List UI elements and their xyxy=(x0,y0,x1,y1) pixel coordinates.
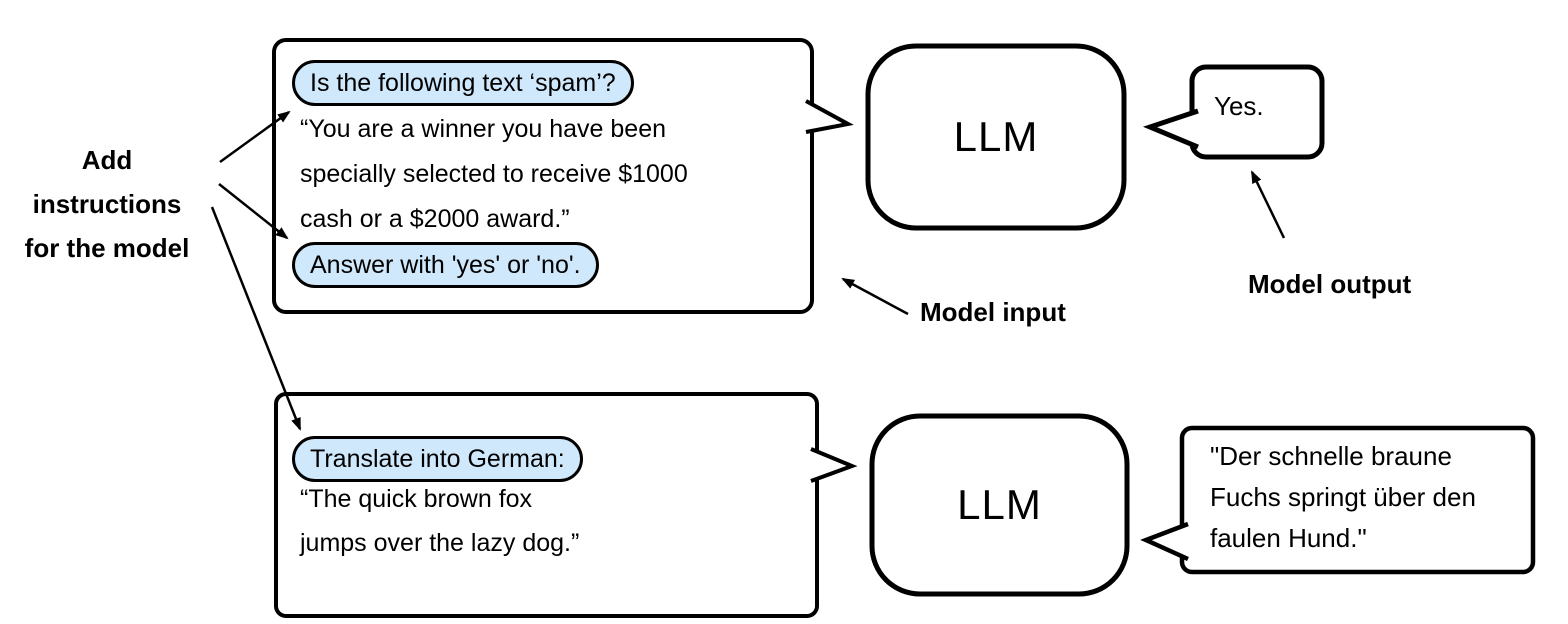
arrow-model-output xyxy=(1250,170,1286,239)
arrow-instruction-1 xyxy=(219,110,291,164)
input-text-2-line1: “The quick brown fox xyxy=(300,485,533,513)
input-text-2-line2: jumps over the lazy dog.” xyxy=(300,529,580,557)
input-text-1-line3: cash or a $2000 award.” xyxy=(300,205,570,233)
input-text-1-line1: “You are a winner you have been xyxy=(300,115,667,143)
add-instructions-label-line2: for the model xyxy=(24,233,190,263)
llm-box-1 xyxy=(865,43,1127,231)
model-input-box-2-pointer xyxy=(810,447,858,483)
llm-label-2: LLM xyxy=(957,481,1042,528)
model-input-label: Model input xyxy=(920,297,1066,327)
instruction-pill-translate: Translate into German: xyxy=(292,436,583,482)
llm-label-1: LLM xyxy=(953,113,1039,160)
output-text-german-line3: faulen Hund." xyxy=(1210,523,1367,553)
output-text-german: "Der schnelle braune Fuchs springt über … xyxy=(1210,436,1476,559)
model-output-label: Model output xyxy=(1248,269,1412,299)
model-output-bubble-1-pointer xyxy=(1142,108,1199,150)
arrow-instruction-2 xyxy=(218,183,289,240)
instruction-pill-spam: Is the following text ‘spam’? xyxy=(292,60,634,106)
arrow-instruction-3 xyxy=(210,206,302,431)
model-output-bubble-2-pointer xyxy=(1140,521,1189,562)
arrow-model-input xyxy=(841,277,909,316)
instruction-pill-answer-text: Answer with 'yes' or 'no'. xyxy=(310,250,581,279)
output-text-german-line2: Fuchs springt über den xyxy=(1210,482,1476,512)
instruction-pill-answer: Answer with 'yes' or 'no'. xyxy=(292,242,599,288)
input-text-1: “You are a winner you have been speciall… xyxy=(300,107,688,242)
model-input-box-1-pointer xyxy=(805,99,854,134)
input-text-2: “The quick brown fox jumps over the lazy… xyxy=(300,477,579,565)
output-text-yes: Yes. xyxy=(1214,91,1264,121)
instruction-pill-spam-text: Is the following text ‘spam’? xyxy=(310,68,616,97)
output-text-german-line1: "Der schnelle braune xyxy=(1210,441,1452,471)
add-instructions-label: Add instructions for the model xyxy=(6,138,208,270)
input-text-1-line2: specially selected to receive $1000 xyxy=(300,160,688,188)
add-instructions-label-line1: Add instructions xyxy=(32,145,182,219)
llm-box-2 xyxy=(869,413,1130,597)
instruction-pill-translate-text: Translate into German: xyxy=(310,444,565,473)
model-output-bubble-2 xyxy=(1179,425,1536,575)
